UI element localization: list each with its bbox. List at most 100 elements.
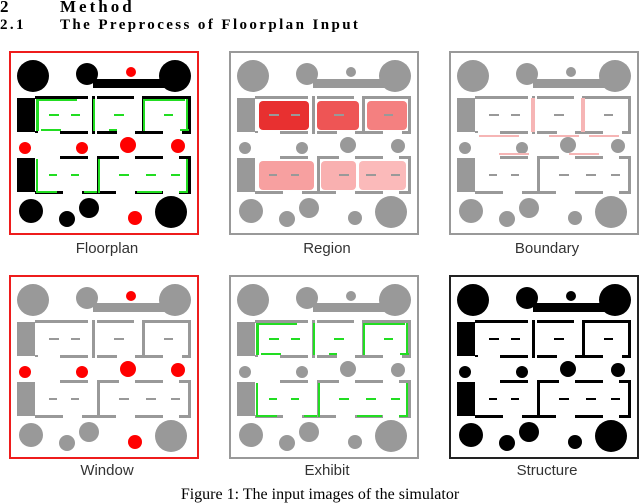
exhibit-dash [334, 338, 344, 340]
window-circle [611, 139, 625, 153]
exhibit-wall [143, 99, 145, 131]
wall-segment [35, 355, 38, 357]
wall-segment [280, 380, 308, 383]
wall-segment [537, 131, 557, 134]
window-circle [348, 435, 362, 449]
structure-image [449, 275, 639, 459]
wall-segment [188, 320, 191, 358]
obstacle-circle [299, 198, 319, 218]
exhibit-dash [119, 174, 129, 176]
wall-segment [457, 322, 475, 356]
wall-segment [255, 131, 258, 133]
exhibit-label: Exhibit [304, 462, 350, 479]
obstacle-circle [155, 196, 187, 228]
floorplan-drawing [449, 275, 639, 459]
obstacle-circle [457, 284, 489, 316]
wall-segment [179, 380, 191, 383]
wall-segment [144, 320, 190, 323]
window-circle [348, 211, 362, 225]
wall-segment [532, 320, 535, 358]
wall-segment [317, 156, 339, 159]
wall-segment [317, 131, 337, 134]
exhibit-dash [114, 114, 124, 116]
wall-segment [112, 96, 134, 99]
window-circle [516, 142, 528, 154]
wall-segment [182, 355, 190, 358]
wall-segment [17, 98, 35, 132]
structure-label: Structure [516, 462, 578, 479]
wall-segment [35, 320, 88, 323]
exhibit-wall [304, 415, 317, 417]
window-circle [346, 67, 356, 77]
exhibit-dash [171, 174, 180, 176]
obstacle-circle [19, 199, 43, 223]
exhibit-dash [511, 174, 519, 176]
exhibit-dash [164, 114, 173, 116]
wall-segment [628, 320, 631, 358]
obstacle-circle [595, 196, 627, 228]
exhibit-dash [291, 114, 300, 116]
window-circle [19, 142, 31, 154]
exhibit-dash [71, 398, 79, 400]
wall-segment [313, 79, 389, 88]
window-circle [391, 139, 405, 153]
exhibit-dash [489, 398, 497, 400]
obstacle-circle [499, 211, 515, 227]
exhibit-wall [257, 415, 277, 417]
exhibit-wall [256, 323, 259, 355]
wall-segment [362, 96, 365, 134]
wall-segment [355, 156, 383, 159]
exhibit-dash [49, 398, 57, 400]
wall-segment [500, 380, 528, 383]
exhibit-dash [511, 114, 520, 116]
wall-segment [408, 156, 411, 194]
wall-segment [17, 382, 35, 416]
wall-segment [237, 322, 255, 356]
region-fill [321, 161, 356, 190]
wall-segment [475, 415, 503, 418]
window-circle [516, 366, 528, 378]
region-fill [259, 101, 309, 130]
wall-segment [135, 131, 163, 134]
exhibit-dash [164, 338, 173, 340]
wall-segment [408, 96, 411, 134]
wall-segment [575, 415, 603, 418]
wall-segment [35, 415, 63, 418]
window-circle [568, 211, 582, 225]
boundary-image [449, 51, 639, 235]
wall-segment [93, 79, 169, 88]
wall-segment [457, 158, 475, 192]
wall-segment [97, 156, 119, 159]
wall-segment [619, 191, 631, 194]
window-circle [19, 366, 31, 378]
exhibit-wall [256, 383, 258, 417]
obstacle-circle [279, 435, 295, 451]
wall-segment [17, 158, 35, 192]
wall-segment [584, 320, 630, 323]
wall-segment [475, 96, 528, 99]
wall-segment [255, 320, 308, 323]
obstacle-circle [237, 284, 269, 316]
exhibit-dash [366, 174, 376, 176]
wall-segment [575, 131, 603, 134]
wall-segment [457, 98, 475, 132]
exhibit-dash [604, 338, 613, 340]
wall-segment [60, 355, 88, 358]
region-fill [259, 161, 314, 190]
exhibit-wall [186, 159, 188, 193]
window-label: Window [80, 462, 134, 479]
exhibit-dash [71, 174, 79, 176]
wall-segment [628, 96, 631, 134]
wall-segment [355, 191, 383, 194]
exhibit-dash [171, 398, 180, 400]
wall-segment [402, 355, 410, 358]
obstacle-circle [516, 63, 538, 85]
window-circle [296, 366, 308, 378]
floorplan-drawing [9, 51, 199, 235]
wall-segment [237, 158, 255, 192]
exhibit-wall [36, 99, 39, 131]
wall-segment [92, 320, 95, 358]
wall-segment [500, 156, 528, 159]
exhibit-dash [269, 398, 277, 400]
wall-segment [135, 380, 163, 383]
